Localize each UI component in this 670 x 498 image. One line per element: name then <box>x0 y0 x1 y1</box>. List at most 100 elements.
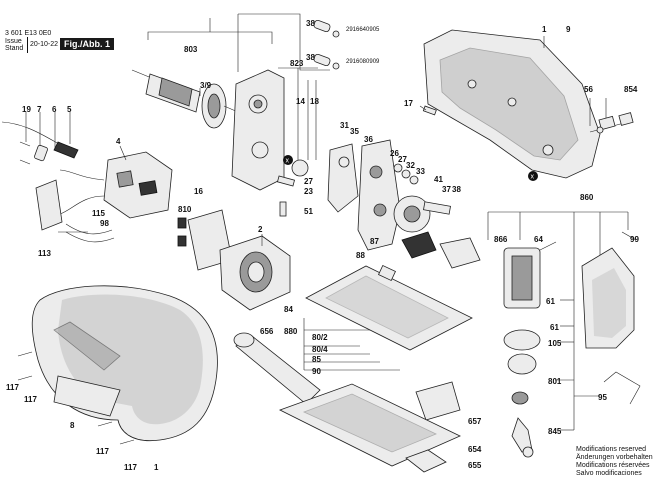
marker-x-right <box>528 171 538 181</box>
callout-115: 115 <box>92 209 105 218</box>
callout-117-d: 117 <box>124 463 137 472</box>
blade-clamp-845 <box>511 417 534 458</box>
callout-5: 5 <box>67 105 72 114</box>
base-plate-84 <box>305 265 473 351</box>
callout-18: 18 <box>310 97 319 106</box>
callout-105: 105 <box>548 339 562 348</box>
callout-38-c: 38 <box>452 185 461 194</box>
shoe-654 <box>278 383 461 467</box>
callout-88: 88 <box>356 251 365 260</box>
figure-label: Fig./Abb. 1 <box>60 38 114 50</box>
callout-85: 85 <box>312 355 321 364</box>
doc-number: 3 601 E13 0E0 <box>5 30 52 37</box>
callout-880: 880 <box>284 327 298 336</box>
callout-1-bottom: 1 <box>154 463 159 472</box>
notice-es: Salvo modificaciones <box>576 470 642 477</box>
callout-32: 32 <box>406 161 415 170</box>
slider-655 <box>405 449 447 473</box>
bracket-880 <box>303 318 400 371</box>
callout-27: 27 <box>304 177 313 186</box>
washers-26-33 <box>393 163 419 185</box>
lever-assembly <box>589 112 634 134</box>
callout-113: 113 <box>38 249 51 258</box>
callout-845: 845 <box>548 427 562 436</box>
callout-4: 4 <box>116 137 121 146</box>
bearing-27 <box>277 159 309 187</box>
callout-656: 656 <box>260 327 274 336</box>
roller-support-87 <box>401 231 481 269</box>
guide-866 <box>503 241 557 309</box>
callout-1-top: 1 <box>542 25 547 34</box>
callout-657: 657 <box>468 417 482 426</box>
callout-3-9: 3/9 <box>200 81 212 90</box>
callout-8: 8 <box>70 421 75 430</box>
callout-38-lower: 38 <box>306 53 315 62</box>
leader-lines <box>25 36 607 246</box>
plate-36 <box>357 139 401 251</box>
screw-17 <box>422 105 437 116</box>
field-coil-2 <box>219 235 291 311</box>
callout-33: 33 <box>416 167 425 176</box>
callout-854: 854 <box>624 85 638 94</box>
callout-95: 95 <box>598 393 607 402</box>
callout-64: 64 <box>534 235 543 244</box>
cover-860 <box>581 231 637 349</box>
callout-27b: 27 <box>398 155 407 164</box>
rollers-105-801 <box>503 329 541 405</box>
callout-26: 26 <box>390 149 399 158</box>
callout-17: 17 <box>404 99 413 108</box>
switch-module-4 <box>59 151 173 219</box>
callout-38-upper: 38 <box>306 19 315 28</box>
slide-88 <box>378 264 396 282</box>
issue-label: Issue <box>5 38 22 45</box>
bracket-803 <box>147 18 273 44</box>
handle-shell <box>31 285 218 442</box>
callout-23: 23 <box>304 187 313 196</box>
bracket-860 <box>487 211 629 260</box>
callout-80-2: 80/2 <box>312 333 328 342</box>
callout-14: 14 <box>296 97 305 106</box>
callout-9: 9 <box>566 25 571 34</box>
callout-36: 36 <box>364 135 373 144</box>
callout-84: 84 <box>284 305 293 314</box>
callout-7: 7 <box>37 105 42 114</box>
callout-655: 655 <box>468 461 482 470</box>
bracket-top-center <box>237 13 330 72</box>
part-number-lower: 2916080909 <box>346 59 380 65</box>
callout-99: 99 <box>630 235 639 244</box>
pin-38-upper <box>313 19 340 38</box>
callout-35: 35 <box>350 127 359 136</box>
gear-41 <box>393 195 451 233</box>
stand-label: Stand <box>5 45 24 52</box>
power-cord <box>1 121 79 162</box>
pin-38-lower <box>313 53 340 70</box>
callout-860: 860 <box>580 193 594 202</box>
notice-de: Änderungen vorbehalten <box>576 454 653 461</box>
notice-en: Modifications reserved <box>576 446 647 453</box>
bearing-flange <box>231 69 285 191</box>
issue-date: 20-10-22 <box>30 41 59 48</box>
callout-61-upper: 61 <box>546 297 555 306</box>
callout-117-a: 117 <box>6 383 19 392</box>
bracket-823 <box>278 67 318 160</box>
callout-19: 19 <box>22 105 31 114</box>
callout-117-c: 117 <box>96 447 109 456</box>
armature-803 <box>131 69 239 129</box>
marker-x-left-label: x <box>286 158 290 165</box>
callout-117-b: 117 <box>24 395 37 404</box>
callout-801: 801 <box>548 377 562 386</box>
callout-16: 16 <box>194 187 203 196</box>
screws-117 <box>17 351 135 445</box>
modifications-notice: Modifications reserved Änderungen vorbeh… <box>576 446 653 478</box>
callout-803: 803 <box>184 45 198 54</box>
header-separator <box>27 37 28 53</box>
callout-90: 90 <box>312 367 321 376</box>
callout-87: 87 <box>370 237 379 246</box>
callout-810: 810 <box>178 205 192 214</box>
gear-31-35 <box>327 143 359 213</box>
callout-80-4: 80/4 <box>312 345 328 354</box>
vacuum-adapter-656 <box>233 332 321 405</box>
callout-61-lower: 61 <box>550 323 559 332</box>
screws-19 <box>19 141 31 165</box>
part-number-upper: 2916640905 <box>346 27 380 33</box>
